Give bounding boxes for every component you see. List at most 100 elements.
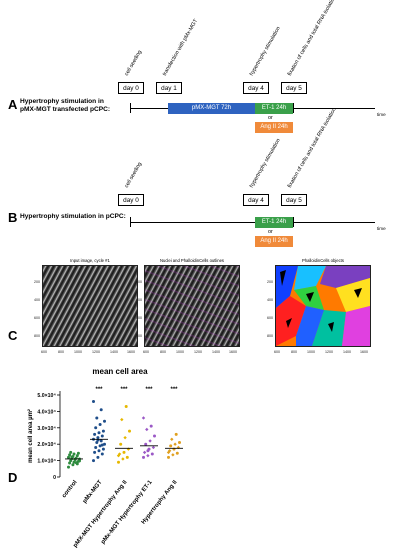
data-point [122, 450, 126, 454]
data-point [141, 416, 146, 420]
y-tick-label: 0 [53, 475, 56, 481]
img1-x-tick: 1600 [127, 350, 135, 354]
micrograph-input-image [42, 265, 138, 347]
timeline-b-axis-label: time [377, 226, 386, 231]
img3-y-tick: 600 [267, 316, 273, 320]
img1-x-tick: 600 [41, 350, 47, 354]
tick-b-day5 [293, 217, 294, 227]
data-point [142, 455, 145, 459]
img3-y-tick: 200 [267, 280, 273, 284]
img3-x-tick: 1000 [307, 350, 315, 354]
data-point [123, 435, 127, 440]
tick-b-day0 [130, 217, 131, 227]
data-point [171, 453, 175, 457]
category-label: pMx-MGT [82, 479, 104, 504]
text-b-or: or [268, 229, 273, 235]
panel-letter-c: C [8, 328, 18, 343]
significance-label: *** [145, 387, 153, 393]
img3-x-tick: 600 [274, 350, 280, 354]
data-point [166, 450, 171, 455]
day-box-b-0: day 0 [118, 194, 144, 206]
data-point [100, 443, 104, 447]
data-point [126, 447, 131, 451]
data-point [67, 465, 70, 469]
event-b-fixation: fixation of cells and total RNA isolatio… [286, 106, 338, 189]
data-point [178, 441, 181, 445]
data-point [96, 436, 100, 440]
data-point [116, 453, 121, 458]
panel-a-title-line2: pMX-MGT transfected pCPC: [20, 106, 111, 113]
bar-a-pmx: pMX-MGT 72h [168, 103, 255, 114]
img1-y-tick: 800 [34, 334, 40, 338]
data-point [142, 450, 147, 455]
data-point [99, 408, 103, 412]
event-b-cell-seeding: cell seeding [123, 161, 144, 189]
data-point [100, 452, 104, 456]
panel-b-title: Hypertrophy stimulation in pCPC: [20, 213, 126, 220]
image-1-caption: Input image, cycle #1 [70, 258, 110, 263]
img2-y-tick: 200 [136, 280, 142, 284]
day-box-b-4: day 4 [243, 194, 269, 206]
data-point [145, 427, 149, 432]
img2-x-tick: 800 [160, 350, 166, 354]
data-point [97, 449, 101, 453]
data-point [125, 455, 129, 459]
event-a-hypertrophy: hypertrophy stimulation [248, 25, 282, 78]
bar-a-et1: ET-1 24h [255, 103, 293, 114]
data-point [124, 404, 128, 408]
img1-y-tick: 600 [34, 316, 40, 320]
data-point [150, 452, 154, 456]
img2-y-tick: 800 [136, 334, 142, 338]
timeline-b [130, 222, 375, 223]
chart-title: mean cell area [92, 367, 148, 376]
y-tick-label: 3.0×10⁴ [37, 426, 56, 432]
event-a-fixation: fixation of cells and total RNA isolatio… [286, 0, 338, 78]
data-point [93, 432, 97, 436]
data-point [170, 437, 174, 441]
data-point [148, 439, 152, 443]
data-point [99, 439, 103, 443]
img3-y-tick: 400 [267, 298, 273, 302]
data-point [94, 445, 98, 449]
day-box-a-1: day 1 [156, 82, 182, 94]
data-point [100, 434, 104, 438]
img2-x-tick: 1000 [176, 350, 184, 354]
data-point [103, 419, 106, 423]
data-point [67, 455, 70, 459]
img2-x-tick: 1200 [194, 350, 202, 354]
data-point [93, 450, 97, 454]
img1-x-tick: 800 [58, 350, 64, 354]
data-point [146, 453, 150, 458]
data-point [95, 441, 99, 445]
img2-y-tick: 600 [136, 316, 142, 320]
data-point [101, 447, 105, 451]
data-point [144, 442, 148, 446]
data-point [153, 434, 156, 438]
data-point [151, 445, 156, 450]
data-point [74, 461, 78, 465]
text-a-or: or [268, 115, 273, 121]
day-box-b-5: day 5 [281, 194, 307, 206]
data-point [92, 400, 95, 404]
category-label: control [61, 479, 78, 499]
day-box-a-4: day 4 [243, 82, 269, 94]
img1-y-tick: 200 [34, 280, 40, 284]
y-tick-label: 4.0×10⁴ [37, 409, 56, 415]
img3-x-tick: 800 [291, 350, 297, 354]
data-point [119, 442, 123, 446]
segmentation-objects [276, 266, 370, 346]
data-point [174, 432, 178, 436]
img1-x-tick: 1400 [110, 350, 118, 354]
data-point [72, 460, 76, 464]
img1-y-tick: 400 [34, 298, 40, 302]
data-point [173, 442, 177, 446]
y-tick-label: 1.0×10⁴ [37, 459, 56, 465]
y-tick-label: 5.0×10⁴ [37, 393, 56, 399]
img3-y-tick: 800 [267, 334, 273, 338]
data-point [121, 457, 125, 461]
img3-x-tick: 1600 [360, 350, 368, 354]
panel-a-title-line1: Hypertrophy stimulation in [20, 98, 104, 105]
data-point [167, 455, 170, 459]
data-point [96, 455, 100, 459]
bar-b-ang: Ang II 24h [255, 236, 293, 247]
